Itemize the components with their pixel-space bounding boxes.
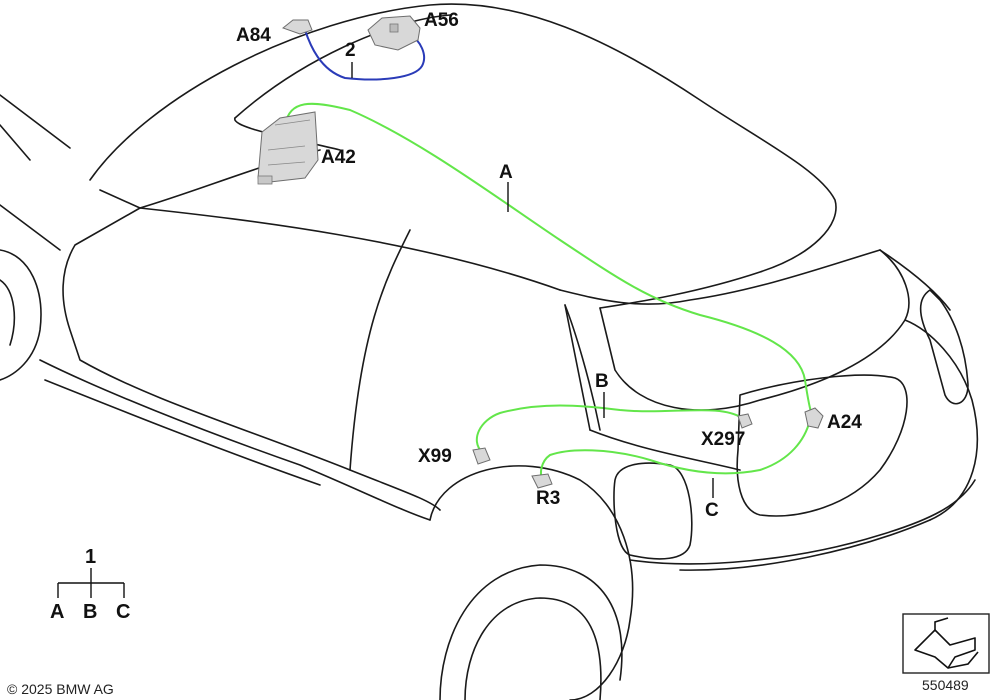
legend-c: C xyxy=(116,601,130,623)
car-outline xyxy=(0,3,978,700)
label-r3: R3 xyxy=(536,488,560,509)
wire-harness xyxy=(284,29,813,479)
components xyxy=(257,15,824,489)
component-a56 xyxy=(367,15,421,51)
label-a24: A24 xyxy=(827,412,862,433)
label-a: A xyxy=(499,162,513,183)
connector-x297 xyxy=(737,413,753,429)
component-labels: A84 A56 2 A42 A B A24 X297 X99 R3 C xyxy=(236,10,862,521)
component-a24 xyxy=(804,407,824,429)
label-a56: A56 xyxy=(424,10,459,31)
label-2: 2 xyxy=(345,40,356,61)
label-x297: X297 xyxy=(701,429,745,450)
legend-a: A xyxy=(50,601,64,623)
legend-b: B xyxy=(83,601,97,623)
legend-tree: 1 A B C xyxy=(50,546,130,623)
label-x99: X99 xyxy=(418,446,452,467)
label-c: C xyxy=(705,500,719,521)
connector-x99 xyxy=(472,447,491,465)
component-r3 xyxy=(531,473,553,489)
arrow-nav-icon xyxy=(902,613,990,674)
label-a84: A84 xyxy=(236,25,271,46)
diagram-number: 550489 xyxy=(922,677,969,693)
leader-lines xyxy=(351,62,714,498)
legend-root: 1 xyxy=(85,546,96,568)
component-a42 xyxy=(257,111,319,183)
label-b: B xyxy=(595,371,609,392)
wire-a-lower xyxy=(540,419,811,479)
label-a42: A42 xyxy=(321,147,356,168)
wire-2 xyxy=(304,29,426,81)
wire-a xyxy=(284,102,813,416)
component-a84 xyxy=(281,19,313,35)
wire-b xyxy=(475,404,743,453)
copyright-text: © 2025 BMW AG xyxy=(7,681,114,697)
